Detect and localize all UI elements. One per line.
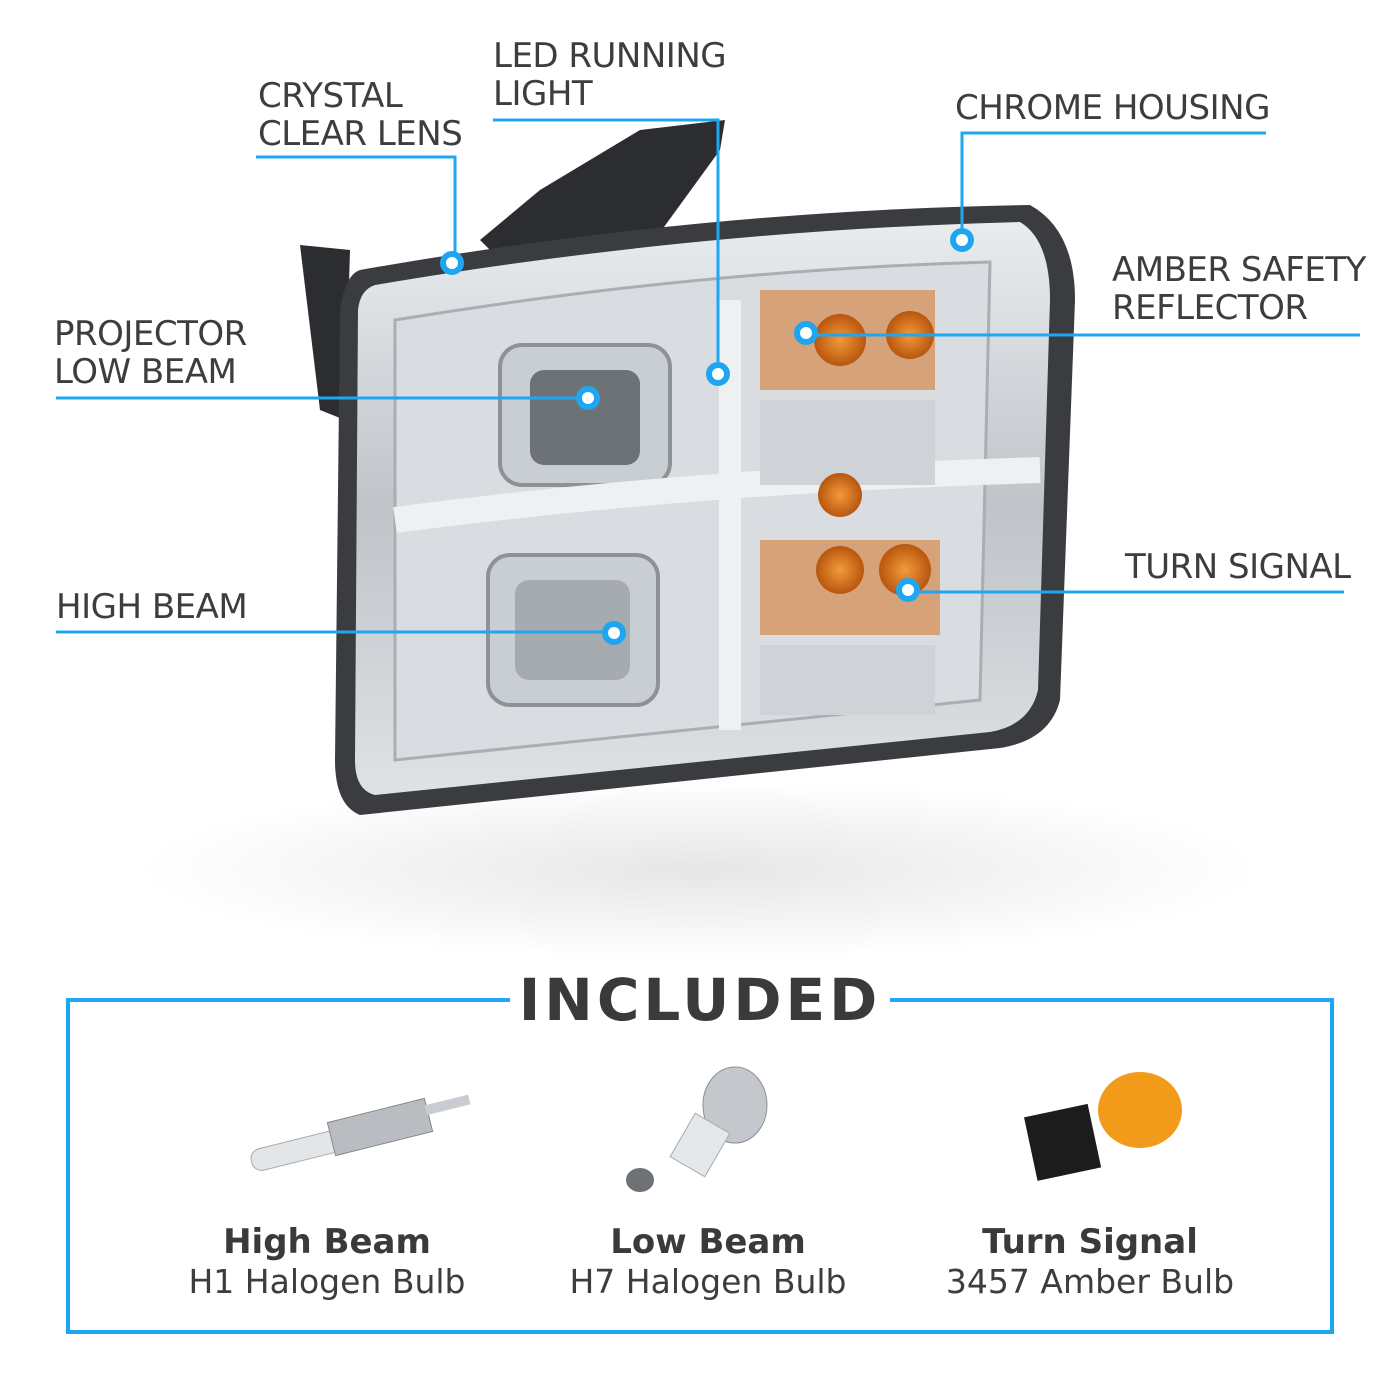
callout-text: CLEAR LENS: [258, 114, 463, 154]
callout-dot: [706, 362, 730, 386]
projector-lens: [530, 370, 640, 465]
included-title: INCLUDED: [518, 966, 882, 1034]
callout-dot: [576, 386, 600, 410]
item-desc: H1 Halogen Bulb: [188, 1262, 466, 1301]
mount-tab: [300, 245, 350, 420]
included-frame: [66, 998, 1334, 1334]
callout-text: LIGHT: [493, 74, 593, 114]
item-name: Turn Signal: [982, 1222, 1198, 1262]
callout-dot: [950, 228, 974, 252]
h1-bulb-icon: [250, 1094, 471, 1171]
callout-dot: [440, 251, 464, 275]
callout-dot: [896, 578, 920, 602]
callout-text: AMBER SAFETY: [1112, 250, 1366, 290]
callout-text: LED RUNNING: [493, 36, 727, 76]
callout-text: CHROME HOUSING: [955, 88, 1270, 128]
callout-text: HIGH BEAM: [56, 587, 248, 627]
led-bar: [393, 457, 1041, 533]
item-desc: 3457 Amber Bulb: [945, 1262, 1235, 1301]
included-item-high-beam: High Beam H1 Halogen Bulb: [137, 1222, 517, 1302]
callout-text: LOW BEAM: [54, 352, 237, 392]
callout-chrome-housing: CHROME HOUSING: [955, 89, 1270, 127]
callout-amber-safety-reflector: AMBER SAFETY REFLECTOR: [1112, 251, 1366, 327]
mount-bracket: [480, 120, 725, 260]
drop-shadow: [140, 780, 1260, 960]
callout-high-beam: HIGH BEAM: [56, 587, 248, 627]
callout-text: PROJECTOR: [54, 314, 247, 354]
callout-crystal-clear-lens: CRYSTAL CLEAR LENS: [258, 76, 463, 154]
item-name: Low Beam: [610, 1222, 806, 1262]
item-name: High Beam: [223, 1222, 431, 1262]
callout-dot: [602, 621, 626, 645]
callout-led-running-light: LED RUNNING LIGHT: [493, 36, 727, 114]
h7-bulb-icon: [626, 1066, 768, 1192]
callout-text: TURN SIGNAL: [1125, 547, 1351, 587]
high-beam-bowl: [515, 580, 630, 680]
included-item-turn-signal: Turn Signal 3457 Amber Bulb: [900, 1222, 1280, 1302]
callout-lines: [56, 118, 1360, 634]
callout-text: REFLECTOR: [1112, 288, 1308, 328]
callout-projector-low-beam: PROJECTOR LOW BEAM: [54, 315, 247, 391]
callout-dot: [794, 321, 818, 345]
included-item-low-beam: Low Beam H7 Halogen Bulb: [518, 1222, 898, 1302]
callout-text: CRYSTAL: [258, 76, 403, 116]
amber-bulb-icon: [1024, 1072, 1182, 1181]
item-desc: H7 Halogen Bulb: [569, 1262, 847, 1301]
callout-turn-signal: TURN SIGNAL: [1125, 548, 1351, 586]
